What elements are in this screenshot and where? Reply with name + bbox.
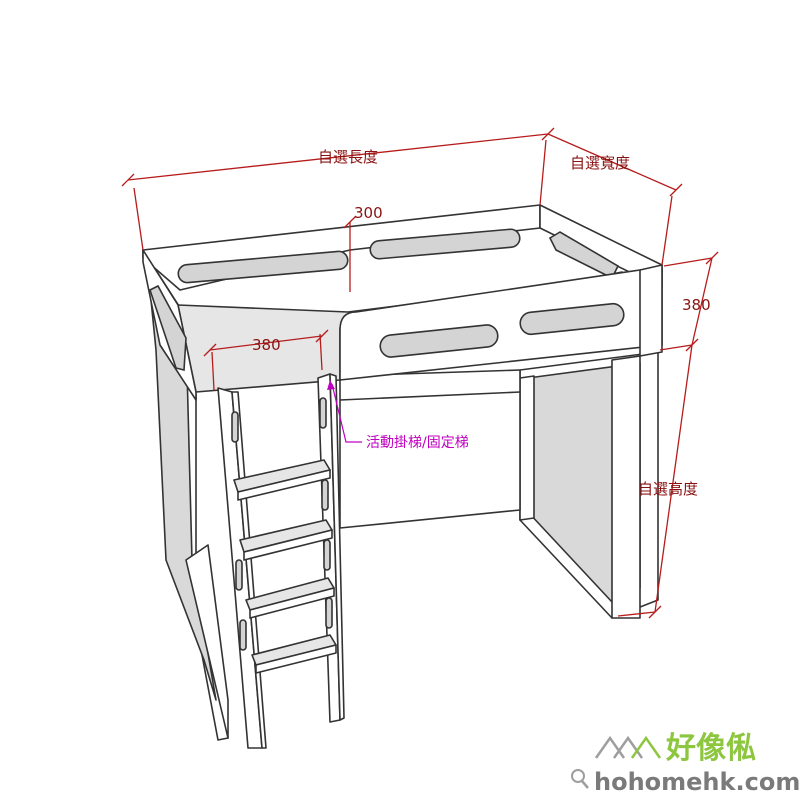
ladder-opening-label: 380 <box>252 336 281 354</box>
house-logo-icon <box>594 735 662 759</box>
dimension-width <box>547 133 683 266</box>
left-end-guard <box>142 249 197 401</box>
rail-opening-label: 300 <box>354 204 383 222</box>
brand-name: 好像俬 <box>665 731 756 766</box>
side-rail-slot <box>548 231 620 280</box>
back-rail-slot-2 <box>369 228 521 260</box>
front-rail-slot-2 <box>519 302 625 336</box>
dimension-ladder-opening <box>203 329 329 391</box>
back-beam <box>339 369 521 529</box>
right-end-frame <box>519 351 659 619</box>
ladder-annotation <box>327 380 362 443</box>
ladder <box>217 373 345 749</box>
ladder-rungs <box>233 459 337 674</box>
front-rail-slot-1 <box>379 324 499 358</box>
rail-height-label: 380 <box>682 296 711 314</box>
dimension-length <box>121 127 555 251</box>
brand-logo: 好像俬 hohomehk.com <box>571 731 800 796</box>
length-label: 自選長度 <box>318 148 378 166</box>
dimension-height <box>617 251 719 619</box>
brand-url: hohomehk.com <box>594 768 800 796</box>
width-label: 自選寬度 <box>570 154 630 172</box>
search-icon <box>571 769 589 789</box>
ladder-hand-slots <box>231 397 333 651</box>
ladder-note: 活動掛梯/固定梯 <box>366 435 469 451</box>
front-guard-rail <box>339 264 663 381</box>
dimension-rail-opening <box>343 215 357 292</box>
back-rail-slot-1 <box>177 250 349 284</box>
back-guard-rail <box>142 204 663 291</box>
height-label: 自選高度 <box>638 480 698 498</box>
